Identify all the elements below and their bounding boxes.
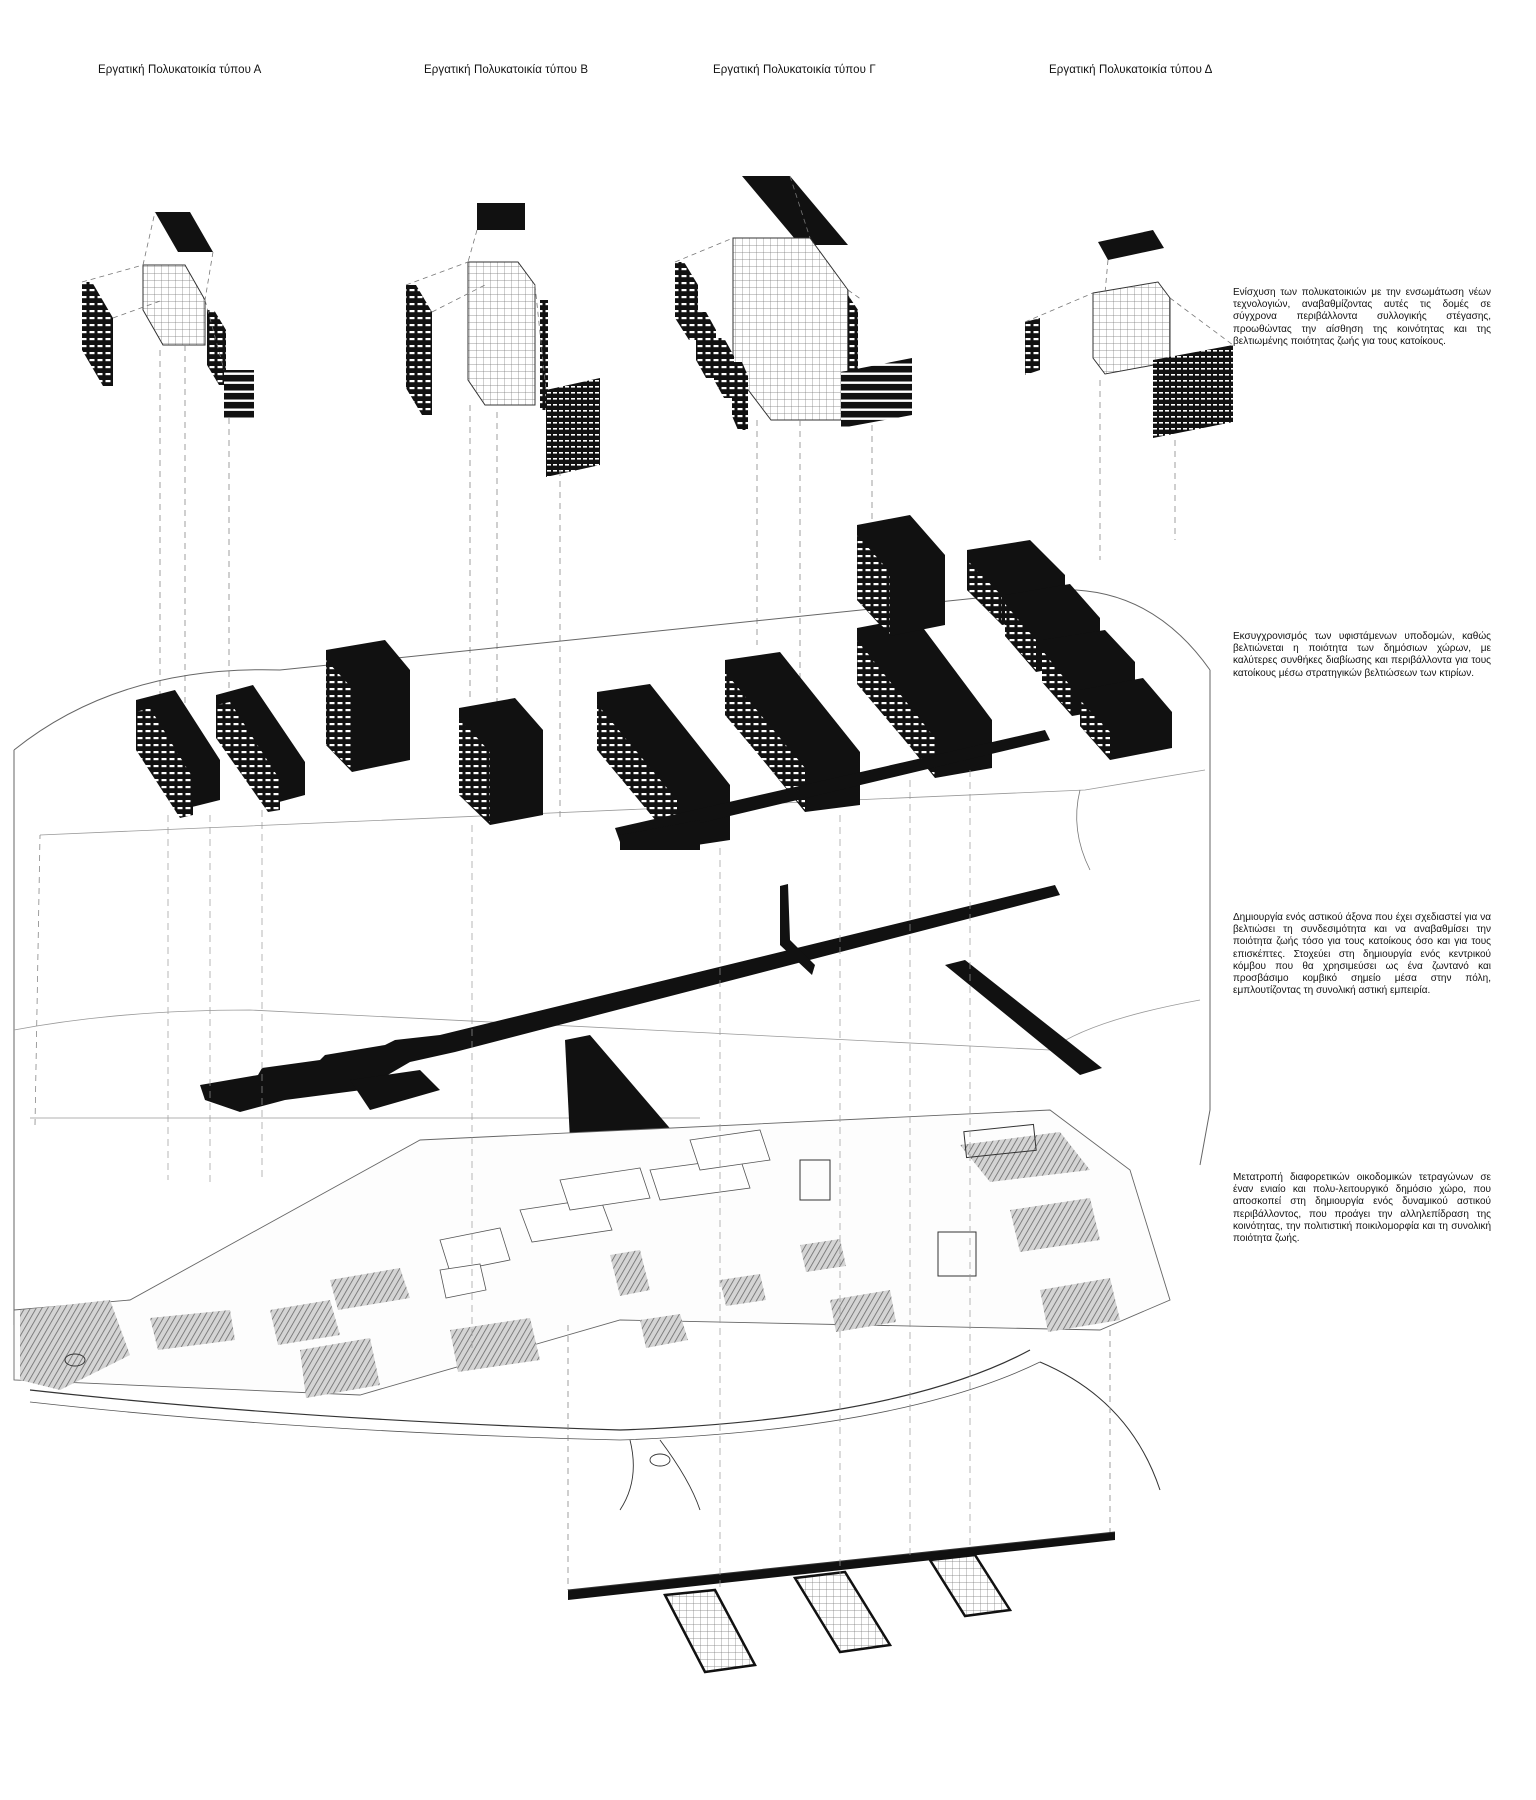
- title-type-d: Εργατική Πολυκατοικία τύπου Δ: [1049, 64, 1213, 76]
- description-technology: Ενίσχυση των πολυκατοικιών με την ενσωμά…: [1233, 287, 1491, 347]
- underground-parking: [567, 1325, 1116, 1674]
- roof-slab-b: [477, 203, 525, 230]
- description-public-space: Μετατροπή διαφορετικών οικοδομικών τετρα…: [1233, 1172, 1491, 1245]
- title-type-b: Εργατική Πολυκατοικία τύπου Β: [424, 64, 589, 76]
- description-urban-axis: Δημιουργία ενός αστικού άξονα που έχει σ…: [1233, 912, 1491, 997]
- urban-axis-plane: [13, 834, 1201, 1140]
- title-type-a: Εργατική Πολυκατοικία τύπου Α: [98, 64, 262, 76]
- site-plinth-outline: [13, 589, 1211, 1325]
- exploded-building-type-a: [81, 211, 254, 760]
- exploded-building-type-d: [1024, 230, 1234, 560]
- description-infrastructure: Εκσυγχρονισμός των υφιστάμενων υποδομών,…: [1233, 631, 1491, 679]
- exploded-building-type-g: [674, 175, 912, 690]
- roof-slab-d: [1098, 230, 1164, 260]
- master-plan: [13, 1109, 1171, 1511]
- alignment-lines: [167, 770, 971, 1590]
- roof-slab-g: [742, 176, 848, 245]
- roof-slab-a: [155, 212, 213, 252]
- housing-blocks: [136, 515, 1172, 850]
- title-type-g: Εργατική Πολυκατοικία τύπου Γ: [713, 64, 876, 76]
